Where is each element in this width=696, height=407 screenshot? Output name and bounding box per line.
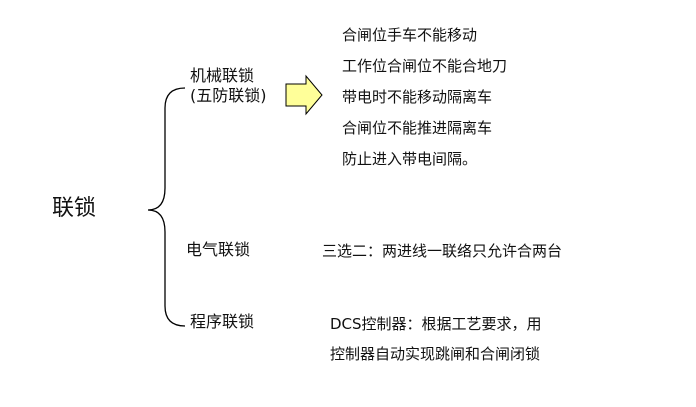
right-arrow-icon xyxy=(285,74,323,116)
mechanical-interlock-label: 机械联锁 (五防联锁) xyxy=(190,66,267,106)
program-interlock-label: 程序联锁 xyxy=(190,312,255,331)
program-item-line2: 控制器自动实现跳闸和合闸闭锁 xyxy=(330,345,541,363)
electrical-interlock-label: 电气联锁 xyxy=(186,240,251,259)
mechanical-item: 工作位合闸位不能合地刀 xyxy=(342,57,508,75)
mechanical-label-line2: (五防联锁) xyxy=(190,86,267,105)
root-label: 联锁 xyxy=(52,196,97,221)
mechanical-label-line1: 机械联锁 xyxy=(190,66,255,85)
mechanical-item: 合闸位手车不能移动 xyxy=(342,26,478,44)
electrical-item: 三选二：两进线一联络只允许合两台 xyxy=(322,242,563,260)
main-brace xyxy=(147,87,186,327)
mechanical-item: 带电时不能移动隔离车 xyxy=(342,88,493,106)
program-item-line1: DCS控制器：根据工艺要求，用 xyxy=(330,315,542,333)
mechanical-item: 防止进入带电间隔。 xyxy=(342,150,478,168)
mechanical-item: 合闸位不能推进隔离车 xyxy=(342,119,493,137)
